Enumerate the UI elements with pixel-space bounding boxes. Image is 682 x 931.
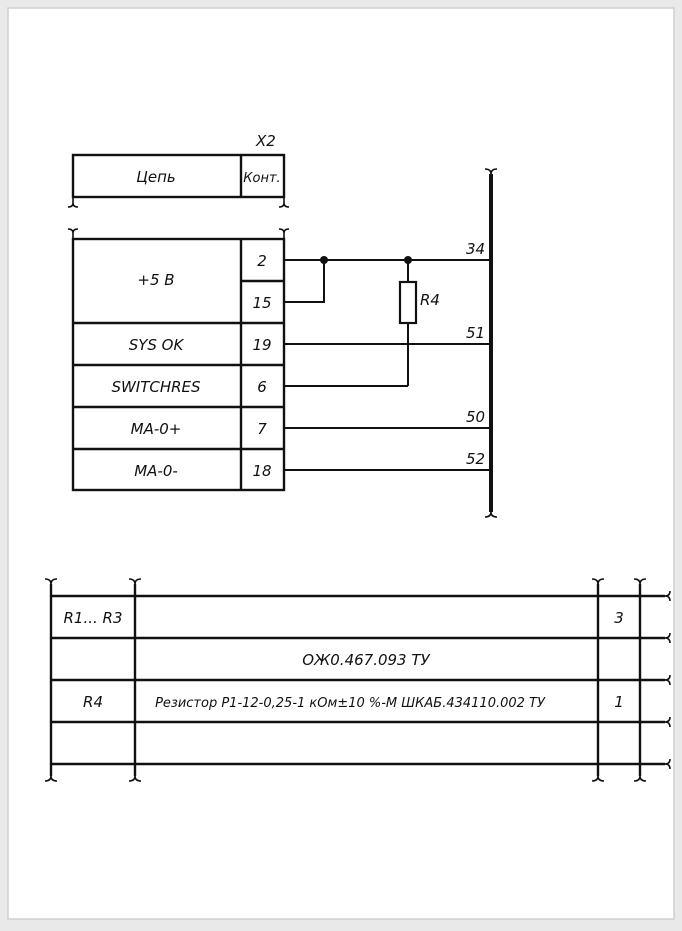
parts-row-name-resistor: Резистор Р1-12-0,25-1 кОм±10 %-М ШКАБ.43… [155,696,546,711]
contact-label-15: 15 [252,294,271,312]
junction-dot [320,256,328,264]
bus-line [484,168,498,518]
contact-label-19: 19 [252,336,271,354]
wire-label-34: 34 [466,240,485,258]
parts-row-pos-r4: R4 [83,693,103,711]
connector-designator: X2 [255,132,276,150]
wire-label-50: 50 [466,408,485,426]
connector-body [67,228,290,492]
sheet-frame [7,7,675,920]
wire-label-51: 51 [466,324,485,342]
connector-header [67,153,290,208]
parts-row-name-spec: ОЖ0.467.093 ТУ [302,651,430,669]
parts-row-qty-3: 3 [614,609,624,627]
circuit-label-5v: +5 В [137,271,174,289]
circuit-label-switchres: SWITCHRES [111,378,201,396]
circuit-label-ma0-plus: MA-0+ [131,420,182,438]
contact-label-7: 7 [257,420,267,438]
parts-row-pos-r1-r3: R1... R3 [63,609,122,627]
resistor-designator: R4 [420,291,440,309]
header-contact-label: Конт. [243,171,280,186]
wires [284,256,491,471]
parts-list-table [44,578,671,782]
contact-label-2: 2 [257,252,267,270]
parts-row-qty-1: 1 [614,693,624,711]
resistor-r4 [398,280,418,325]
circuit-label-sys-ok: SYS OK [129,336,185,354]
header-circuit-label: Цепь [136,168,176,186]
contact-label-6: 6 [257,378,267,396]
wire-label-52: 52 [466,450,485,468]
circuit-label-ma0-minus: MA-0- [134,462,178,480]
contact-label-18: 18 [252,462,271,480]
